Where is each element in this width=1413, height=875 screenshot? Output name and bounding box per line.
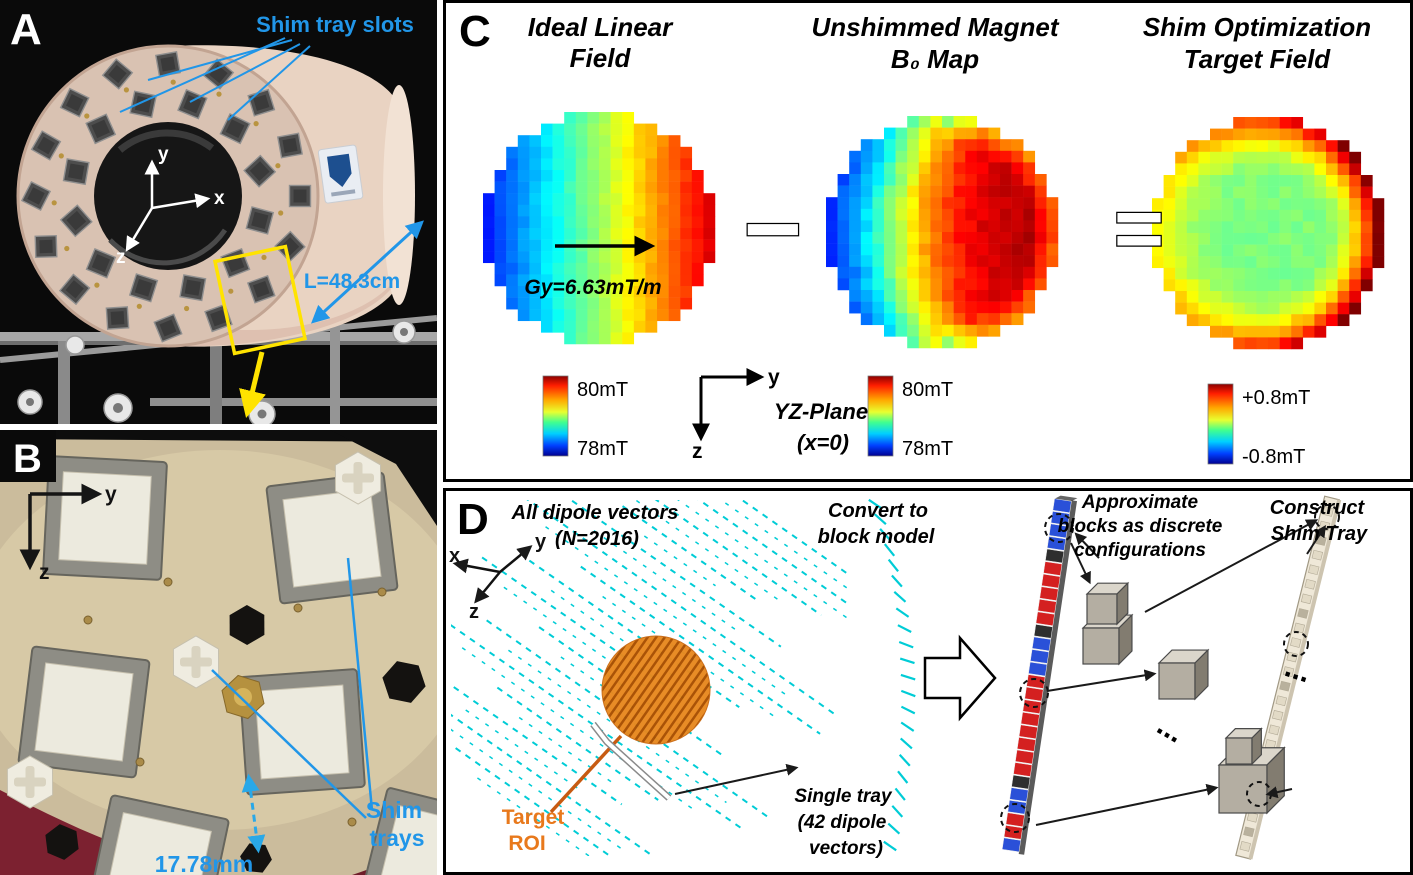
approx-caption-1: Approximate xyxy=(1081,492,1199,513)
field-map-ideal xyxy=(483,112,716,345)
colorbar-3-top: +0.8mT xyxy=(1242,387,1310,409)
length-label: L=48.3cm xyxy=(304,270,400,293)
plane-label-2: (x=0) xyxy=(797,430,849,455)
axes-c xyxy=(692,368,765,442)
axis-x-label: x xyxy=(449,545,460,567)
bore-detail-2 xyxy=(117,129,215,153)
magnet-bore xyxy=(94,122,242,270)
dimension-label: 17.78mm xyxy=(155,851,253,875)
colorbar-3-bottom: -0.8mT xyxy=(1242,446,1305,468)
tray-bracket xyxy=(591,722,671,800)
highlight-box xyxy=(212,244,308,356)
colorbar-1-bottom: 78mT xyxy=(577,438,628,460)
bore-detail xyxy=(108,228,228,266)
colorbar-1 xyxy=(542,375,569,457)
approx-caption-3: configurations xyxy=(1074,540,1206,561)
colorbar-1-top: 80mT xyxy=(577,379,628,401)
panel-d: y x z All dipole vectors (N=2016) Conver… xyxy=(443,488,1413,875)
map1-title-2: Field xyxy=(570,43,632,73)
panel-d-canvas: y x z All dipole vectors (N=2016) Conver… xyxy=(443,488,1413,875)
colorbar-2-top: 80mT xyxy=(902,379,953,401)
length-arrow xyxy=(311,220,424,324)
axis-y-label: y xyxy=(768,366,780,389)
shim-trays-label-1: Shim xyxy=(366,797,422,823)
axes-d xyxy=(452,545,533,604)
single-tray-caption-1: Single tray xyxy=(794,786,893,807)
block-arrow xyxy=(923,634,997,722)
axis-z-label: z xyxy=(469,601,479,623)
colorbar-2-bottom: 78mT xyxy=(902,438,953,460)
field-map-target xyxy=(1152,117,1385,350)
panel-d-letter: D xyxy=(457,495,489,544)
colorbar-3 xyxy=(1207,383,1234,465)
panel-c-canvas: Gy=6.63mT/m − = Ideal Linear Field Unshi… xyxy=(443,0,1413,482)
shim-tray-array xyxy=(17,455,437,875)
rod-dashed-circles xyxy=(1000,513,1074,833)
panel-c-letter: C xyxy=(459,7,491,56)
all-dipoles-caption-2: (N=2016) xyxy=(555,528,639,550)
block-model-rod xyxy=(1001,495,1078,855)
equals-operator: = xyxy=(1114,181,1164,277)
map2-title-2: B₀ Map xyxy=(891,44,979,74)
minus-operator: − xyxy=(744,173,802,285)
map1-title-1: Ideal Linear xyxy=(528,12,674,42)
axis-x-label: x xyxy=(214,188,225,209)
background-corner xyxy=(330,430,437,526)
axis-z-label: z xyxy=(116,247,126,268)
annotation-arrows xyxy=(1035,519,1326,826)
target-roi-disc xyxy=(601,635,711,745)
panel-b-letter: B xyxy=(13,437,42,481)
target-roi-label-2: ROI xyxy=(508,832,545,855)
single-tray-caption-3: vectors) xyxy=(809,838,883,859)
plate-hardware xyxy=(6,451,426,873)
panel-a: y x z Shim tray slots L=48.3cm A xyxy=(0,0,437,424)
background-top xyxy=(0,430,437,442)
shim-trays-leaders xyxy=(211,557,374,819)
gradient-annotation: Gy=6.63mT/m xyxy=(524,276,661,299)
axis-z-label: z xyxy=(39,561,50,584)
axes-a xyxy=(125,159,211,252)
approx-caption-2: blocks as discrete xyxy=(1058,516,1223,537)
shim-tray-slots-leaders xyxy=(119,37,311,121)
shim-block-squares xyxy=(20,51,312,343)
panel-b-letter-backdrop xyxy=(0,430,56,482)
convert-caption-1: Convert to xyxy=(828,500,928,522)
map2-title-1: Unshimmed Magnet xyxy=(811,12,1059,42)
panel-b-canvas: Shim trays 17.78mm y z B xyxy=(0,430,437,875)
panel-a-canvas: y x z Shim tray slots L=48.3cm A xyxy=(0,0,437,424)
mgh-logo xyxy=(317,144,364,204)
all-dipoles-caption-1: All dipole vectors xyxy=(511,502,679,524)
panel-c: Gy=6.63mT/m − = Ideal Linear Field Unshi… xyxy=(443,0,1413,482)
single-tray-vectors xyxy=(868,498,916,852)
single-tray-arrow xyxy=(674,763,799,795)
construct-caption-2: Shim Tray xyxy=(1271,523,1368,545)
shim-trays-label-2: trays xyxy=(370,825,425,851)
panel-a-letter: A xyxy=(10,5,42,54)
axis-z-label: z xyxy=(692,440,703,463)
axes-b xyxy=(19,483,103,571)
axis-y-label: y xyxy=(158,144,169,165)
axis-y-label: y xyxy=(535,531,547,553)
field-map-unshimmed xyxy=(826,116,1059,349)
colorbar-2 xyxy=(867,375,894,457)
axis-y-label: y xyxy=(105,483,117,506)
map3-title-1: Shim Optimization xyxy=(1143,12,1371,42)
panel-b: Shim trays 17.78mm y z B xyxy=(0,430,437,875)
single-tray-caption-2: (42 dipole xyxy=(798,812,887,833)
map3-title-2: Target Field xyxy=(1184,44,1332,74)
convert-caption-2: block model xyxy=(818,526,935,548)
shim-tray-slots-label: Shim tray slots xyxy=(256,12,414,37)
ring-bolts xyxy=(51,79,284,312)
highlight-arrow xyxy=(239,351,266,419)
target-roi-label-1: Target xyxy=(502,806,565,829)
construct-caption-1: Construct xyxy=(1270,497,1366,519)
plane-label-1: YZ-Plane xyxy=(774,399,868,424)
